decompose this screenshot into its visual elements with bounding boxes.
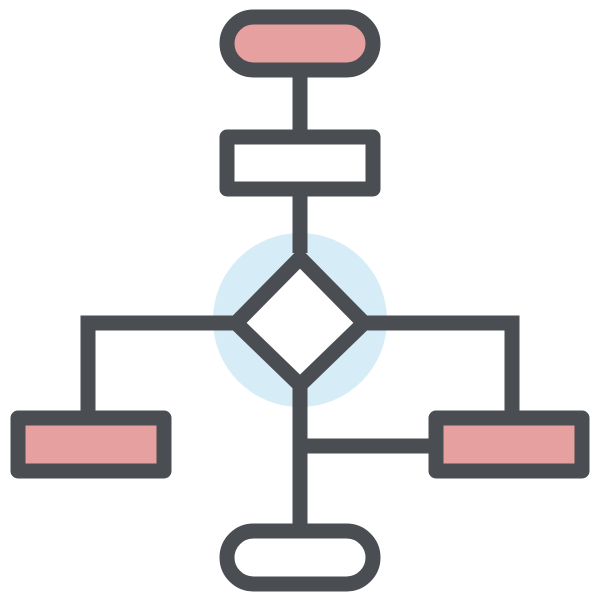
process-box-shape <box>219 129 381 197</box>
start-terminator-shape <box>219 9 381 78</box>
left-branch-box-shape <box>10 410 172 479</box>
connector-right-branch <box>364 315 520 415</box>
right-branch-box-shape <box>428 410 590 479</box>
connector-left-branch <box>80 315 236 415</box>
connector-lines <box>80 70 520 528</box>
end-terminator-shape <box>219 523 381 592</box>
decision-diamond-shape <box>228 250 372 393</box>
